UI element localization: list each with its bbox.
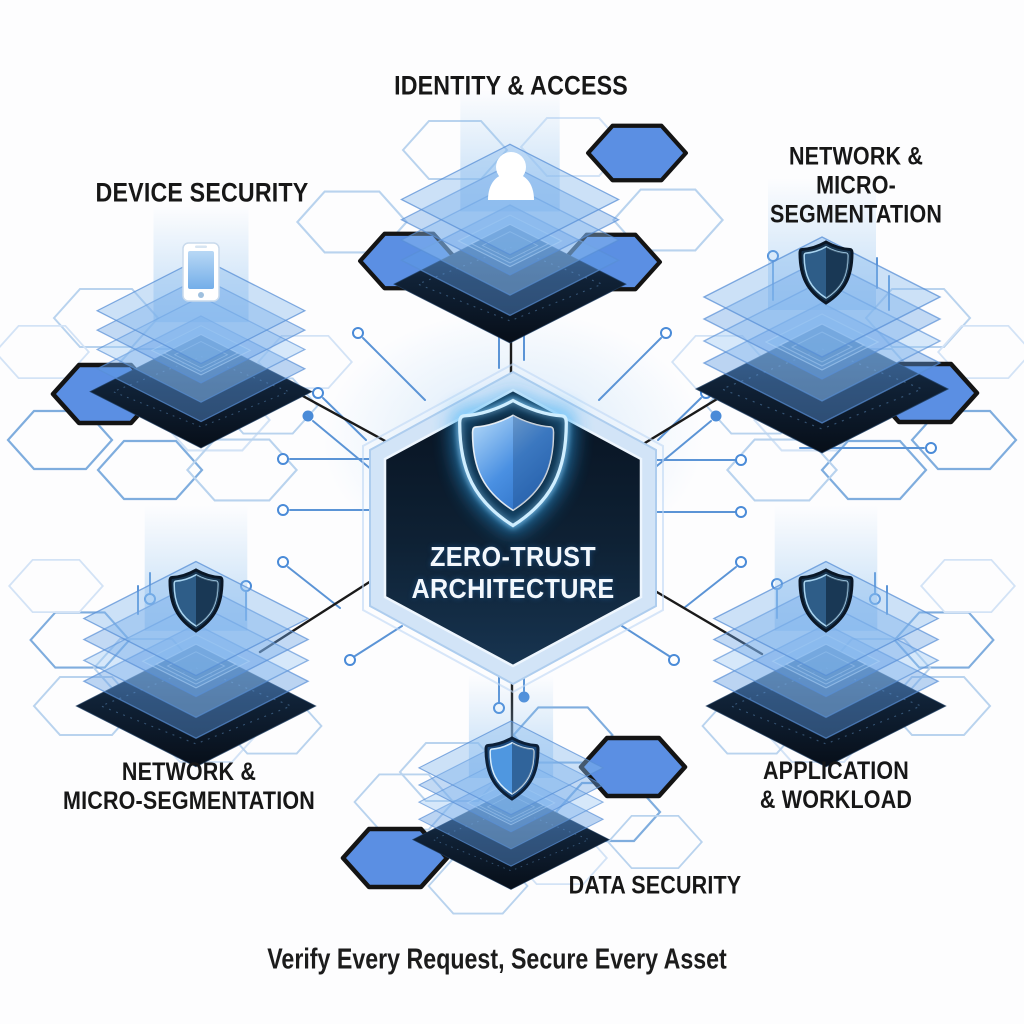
label-data-security: DATA SECURITY — [568, 871, 742, 900]
smartphone-icon — [182, 242, 220, 302]
center-title: ZERO-TRUST ARCHITECTURE — [411, 540, 615, 604]
node-identity-stack — [393, 89, 627, 344]
label-network-micro-segmentation-bottom: NETWORK & MICRO-SEGMENTATION — [63, 758, 315, 815]
node-application-stack — [705, 504, 947, 768]
user-icon — [488, 152, 534, 200]
tagline: Verify Every Request, Secure Every Asset — [267, 943, 727, 976]
label-identity-access: IDENTITY & ACCESS — [394, 70, 628, 101]
label-network-micro-segmentation-top: NETWORK & MICRO-SEGMENTATION — [769, 142, 943, 229]
label-application-workload: APPLICATION & WORKLOAD — [759, 757, 913, 814]
label-device-security: DEVICE SECURITY — [95, 177, 309, 208]
filled-hexagon — [588, 126, 686, 181]
node-network-bottom-stack — [75, 504, 317, 768]
